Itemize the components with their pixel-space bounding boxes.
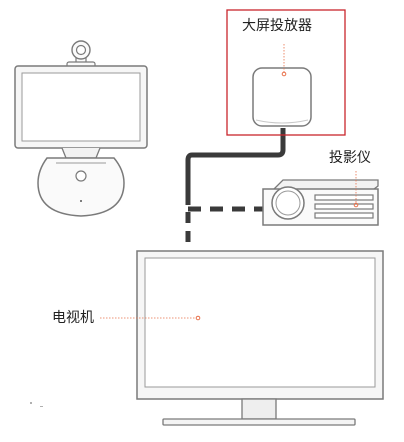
tv-device <box>136 250 384 426</box>
projector-vents <box>314 194 374 219</box>
projector-lens-icon <box>271 186 305 220</box>
projector-device <box>262 179 379 226</box>
label-screen-caster: 大屏投放器 <box>242 18 312 34</box>
terminal-indicator <box>75 170 87 182</box>
tv-stand-base <box>162 418 356 426</box>
tv-pointer-dot <box>195 315 201 321</box>
terminal-base <box>37 157 125 217</box>
screen-caster-pointer-dot <box>281 71 287 77</box>
camera-icon <box>66 40 96 69</box>
label-tv: 电视机 <box>52 310 94 326</box>
conference-terminal <box>14 40 148 217</box>
screen-caster-device <box>252 67 312 127</box>
tv-screen <box>144 257 376 388</box>
stray-marks <box>30 402 43 407</box>
terminal-monitor-screen <box>21 72 141 142</box>
label-projector: 投影仪 <box>329 150 371 166</box>
caster-cable <box>185 128 286 205</box>
terminal-neck <box>61 147 101 159</box>
cables <box>185 128 286 250</box>
projector-pointer-dot <box>353 202 359 208</box>
tv-stand-neck <box>241 398 277 420</box>
screen-caster-highlight-box <box>226 9 346 136</box>
